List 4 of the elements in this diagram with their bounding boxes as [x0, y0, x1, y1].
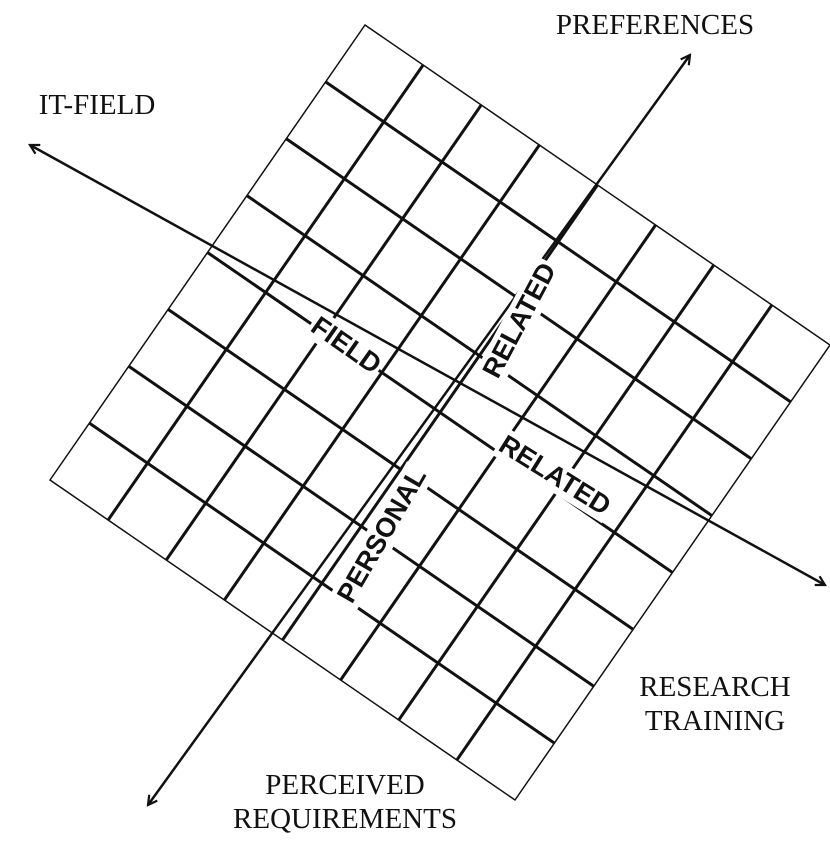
- axis-label: IT-FIELD: [38, 88, 156, 122]
- axis-label: PREFERENCES: [554, 8, 756, 42]
- axis-label: RESEARCH TRAINING: [638, 670, 792, 738]
- axis-label: PERCEIVED REQUIREMENTS: [232, 768, 458, 836]
